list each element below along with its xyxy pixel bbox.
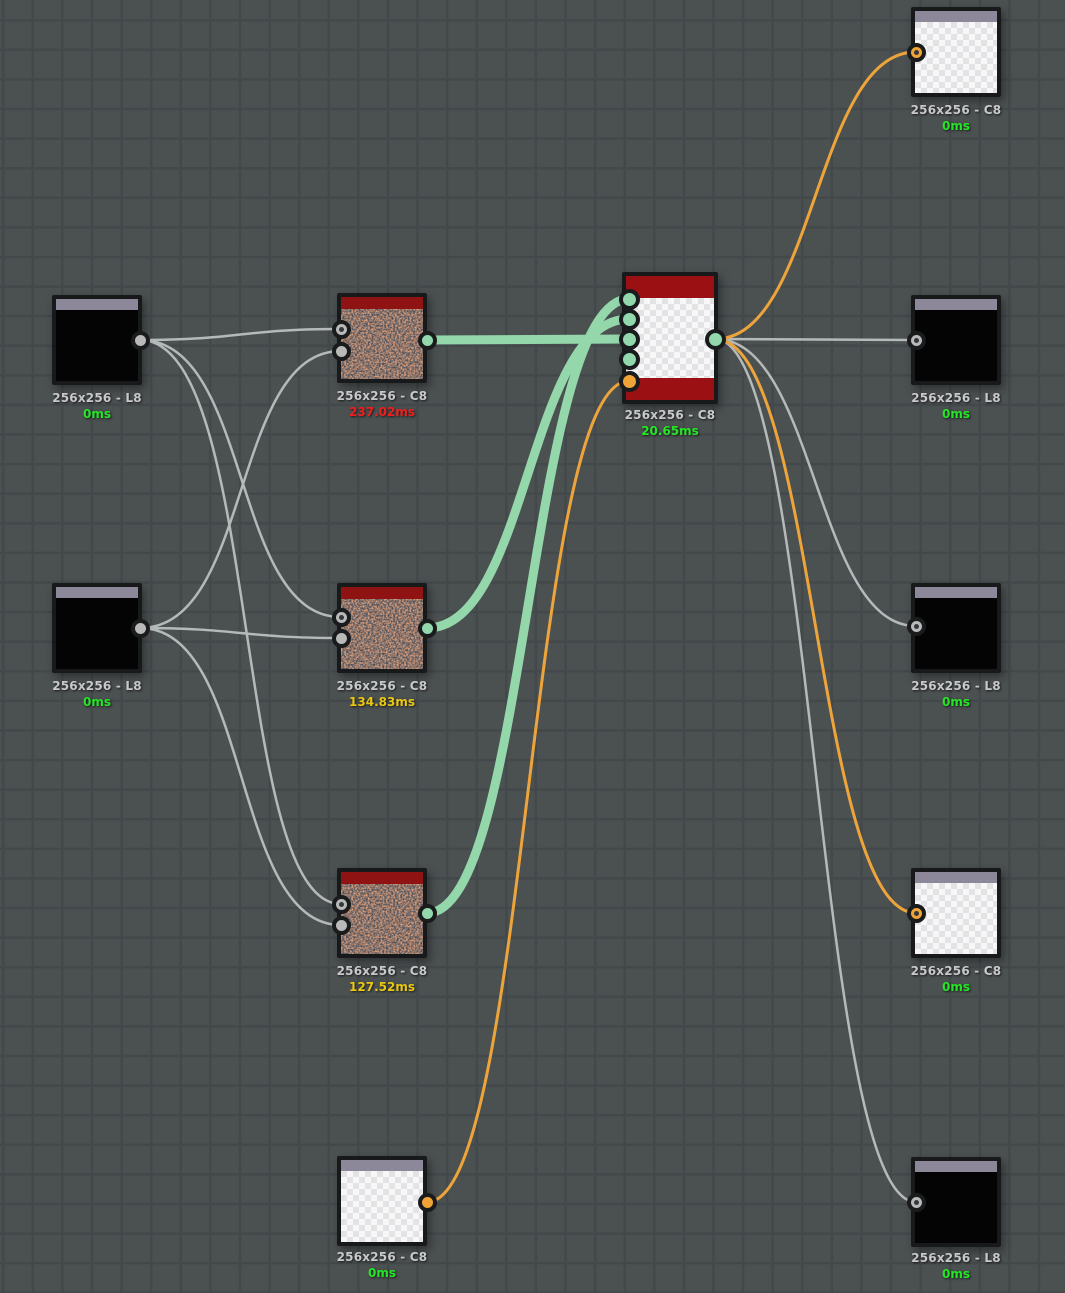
input-port-out-l8-1[interactable] [906,330,926,350]
node-titlebar [915,587,997,598]
node-label: 256x256 - C8 [336,964,428,978]
wire-noise1-blend[interactable] [422,334,634,345]
wire-input1-noise3[interactable] [138,338,343,906]
node-noise-c8-1[interactable] [337,293,427,383]
node-thumbnail-noise[interactable] [341,884,423,954]
node-titlebar [915,299,997,310]
wire-blend-out-l8-1[interactable] [713,337,918,342]
input-port-noise2-1[interactable] [331,607,351,627]
wire-input1-noise1[interactable] [138,327,343,342]
node-thumbnail-noise[interactable] [341,599,423,669]
input-port-blend-1[interactable] [618,288,640,310]
input-port-noise1-1[interactable] [331,319,351,339]
node-thumbnail-transparent[interactable] [341,1171,423,1242]
node-titlebar [56,587,138,598]
node-thumbnail-black[interactable] [915,1172,997,1243]
input-port-out-l8-2[interactable] [906,616,926,636]
wire-blend-out-l8-2[interactable] [713,337,918,628]
node-time: 0ms [942,980,970,994]
output-port-noise2[interactable] [417,618,437,638]
node-time: 0ms [83,407,111,421]
node-noise-c8-2[interactable] [337,583,427,673]
node-out-l8-1[interactable] [911,295,1001,385]
input-port-out-c8-mid[interactable] [906,903,926,923]
node-titlebar [915,11,997,22]
node-out-c8-top[interactable] [911,7,1001,97]
node-time: 0ms [942,407,970,421]
input-port-noise1-2[interactable] [331,341,351,361]
node-titlebar [915,1161,997,1172]
node-titlebar [341,297,423,309]
node-label: 256x256 - C8 [336,679,428,693]
output-port-transparent[interactable] [417,1192,437,1212]
node-label: 256x256 - C8 [336,389,428,403]
node-time: 0ms [368,1266,396,1280]
node-input-l8-2[interactable] [52,583,142,673]
node-label: 256x256 - C8 [910,103,1002,117]
node-label: 256x256 - C8 [910,964,1002,978]
node-time: 237.02ms [349,405,415,419]
node-transparent-c8[interactable] [337,1156,427,1246]
node-blend-c8[interactable] [622,272,718,404]
node-time: 20.65ms [641,424,699,438]
node-thumbnail-black[interactable] [56,598,138,669]
wire-blend-out-c8-top[interactable] [713,50,918,341]
output-port-input-l8-1[interactable] [130,330,150,350]
node-time: 0ms [942,695,970,709]
input-port-blend-3[interactable] [618,328,640,350]
node-thumbnail-transparent[interactable] [915,883,997,954]
input-port-noise3-2[interactable] [331,915,351,935]
node-thumbnail-transparent[interactable] [915,22,997,93]
output-port-noise3[interactable] [417,903,437,923]
node-input-l8-1[interactable] [52,295,142,385]
wire-noise3-blend[interactable] [422,294,634,918]
wire-input2-noise1[interactable] [138,349,343,630]
node-thumbnail-transparent[interactable] [626,298,714,378]
node-label: 256x256 - L8 [52,679,142,693]
node-thumbnail-black[interactable] [56,310,138,381]
node-titlebar [341,1160,423,1171]
node-time: 0ms [942,1267,970,1281]
output-port-blend[interactable] [704,328,726,350]
node-label: 256x256 - L8 [52,391,142,405]
input-port-out-c8-top[interactable] [906,42,926,62]
wire-input2-noise3[interactable] [138,626,343,927]
wire-blend-out-l8-3[interactable] [713,337,918,1204]
wire-input2-noise2[interactable] [138,626,343,640]
node-time: 127.52ms [349,980,415,994]
node-noise-c8-3[interactable] [337,868,427,958]
node-out-l8-2[interactable] [911,583,1001,673]
node-time: 0ms [942,119,970,133]
node-thumbnail-black[interactable] [915,598,997,669]
node-label: 256x256 - C8 [336,1250,428,1264]
wire-input1-noise2[interactable] [138,338,343,619]
node-label: 256x256 - C8 [624,408,716,422]
input-port-blend-4[interactable] [618,348,640,370]
input-port-noise3-1[interactable] [331,894,351,914]
wire-transparent-blend[interactable] [425,379,631,1204]
node-out-c8-mid[interactable] [911,868,1001,958]
node-time: 134.83ms [349,695,415,709]
node-time: 0ms [83,695,111,709]
node-titlebar [341,587,423,599]
node-label: 256x256 - L8 [911,679,1001,693]
input-port-blend-2[interactable] [618,308,640,330]
node-label: 256x256 - L8 [911,1251,1001,1265]
node-titlebar [626,276,714,298]
input-port-noise2-2[interactable] [331,628,351,648]
node-label: 256x256 - L8 [911,391,1001,405]
node-titlebar [56,299,138,310]
node-thumbnail-noise[interactable] [341,309,423,379]
output-port-noise1[interactable] [417,330,437,350]
output-port-input-l8-2[interactable] [130,618,150,638]
wire-blend-out-c8-mid[interactable] [713,337,918,915]
input-port-blend-5[interactable] [618,370,640,392]
node-bottombar [626,378,714,400]
input-port-out-l8-3[interactable] [906,1192,926,1212]
node-titlebar [341,872,423,884]
node-thumbnail-black[interactable] [915,310,997,381]
node-titlebar [915,872,997,883]
